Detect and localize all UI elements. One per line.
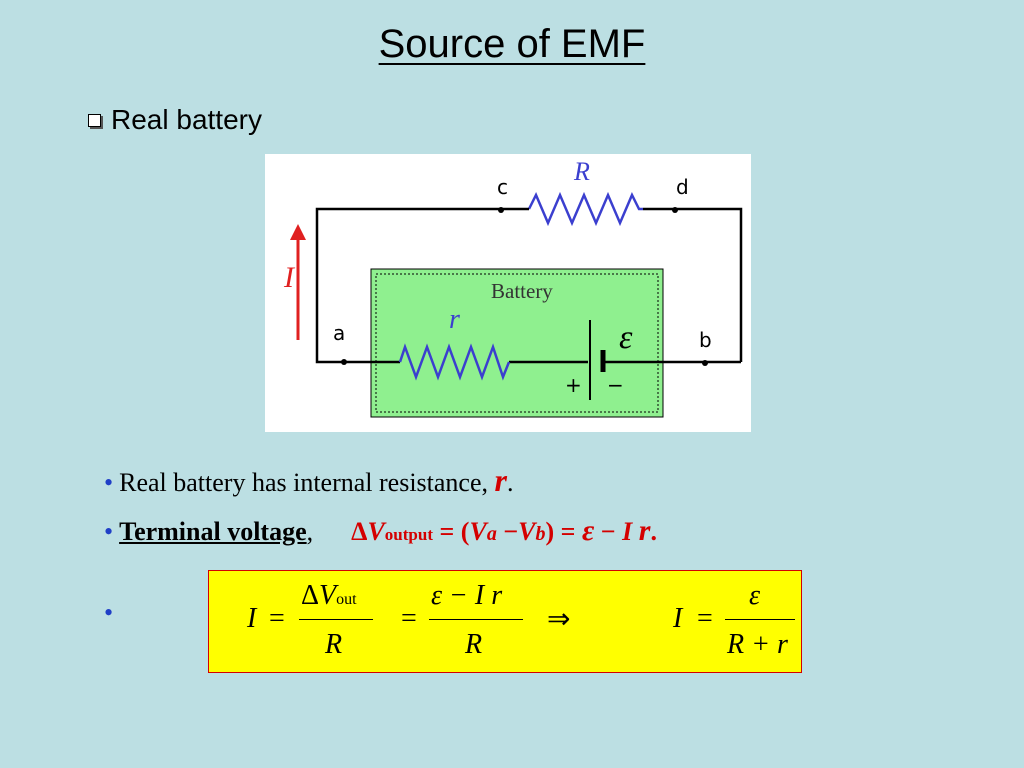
formula-den-2: R [465,629,483,660]
emf-label: ε [619,319,633,356]
vb-symbol: V [518,517,536,546]
bullet-dot: • [104,517,114,546]
bullet-text: Real battery has internal resistance, [119,468,495,497]
formula-num1: ΔVout [301,580,357,612]
a-subscript: a [486,523,497,545]
equals: = [560,517,576,546]
equals-open: = ( [439,517,470,546]
formula-box: I = ΔVout R = ε − I r R ⇒ I = ε R + r [208,570,802,673]
formula-I-1: I [247,603,257,634]
v-symbol: V [367,517,385,546]
battery-label: Battery [491,279,553,303]
delta: Δ [301,580,320,611]
formula-I-2: I [673,603,683,634]
node-b-label: b [699,328,712,352]
resistor-r-label: r [449,304,460,335]
comma: , [306,517,314,546]
out-subscript: out [336,591,357,608]
subheading: Real battery [88,104,262,136]
checkbox-bullet-icon [88,113,101,127]
bullet-terminal-voltage: •Terminal voltage,ΔVoutput = (Va −Vb) = … [104,514,657,548]
node-a-dot [341,359,347,365]
resistor-r [398,343,511,381]
formula-num3: ε [749,580,761,611]
plus-label: + [565,373,582,397]
b-subscript: b [535,523,546,545]
resistor-R-label: R [573,157,590,186]
fraction-bar-3 [725,619,795,620]
node-d-dot [672,207,678,213]
resistor-R [527,191,643,227]
node-b-dot [702,360,708,366]
node-c-dot [498,207,504,213]
formula-equals-2: = [401,603,417,634]
internal-r-symbol: r [494,462,507,498]
current-arrow-head [290,224,306,240]
formula-equals-3: = [697,603,713,634]
formula-den-1: R [325,629,343,660]
page-title: Source of EMF [378,22,646,66]
minus-label: − [607,373,624,397]
current-symbol: I [622,517,633,546]
emf-symbol: ε [581,514,595,547]
battery-box-inner [375,273,659,413]
fraction-bar-2 [429,619,523,620]
bullet-period: . [506,468,514,497]
period: . [650,517,657,546]
subheading-text: Real battery [111,104,262,135]
bullet-internal-resistance: •Real battery has internal resistance, r… [104,462,513,499]
delta-symbol: Δ [351,517,368,546]
circuit-diagram: I c d a b R r Battery ε + − [265,154,751,432]
node-c-label: c [497,175,508,199]
implies-symbol: ⇒ [547,604,571,635]
minus-symbol-2: − [600,517,616,546]
fraction-bar-1 [299,619,373,620]
node-d-label: d [676,175,689,199]
minus-symbol: − [503,517,519,546]
formula-num2: ε − I r [431,580,503,611]
formula-den-3: R + r [727,629,788,660]
va-symbol: V [469,517,487,546]
terminal-voltage-term: Terminal voltage [119,517,307,546]
close-paren: ) [545,517,555,546]
battery-box [370,268,664,418]
output-subscript: output [384,525,433,544]
r-symbol: r [638,514,651,547]
current-label: I [283,261,296,294]
v: V [319,580,337,611]
node-a-label: a [333,321,345,345]
formula-equals-1: = [269,603,285,634]
bullet-formula: • [104,598,119,628]
bullet-dot: • [104,598,114,627]
bullet-dot: • [104,468,114,497]
